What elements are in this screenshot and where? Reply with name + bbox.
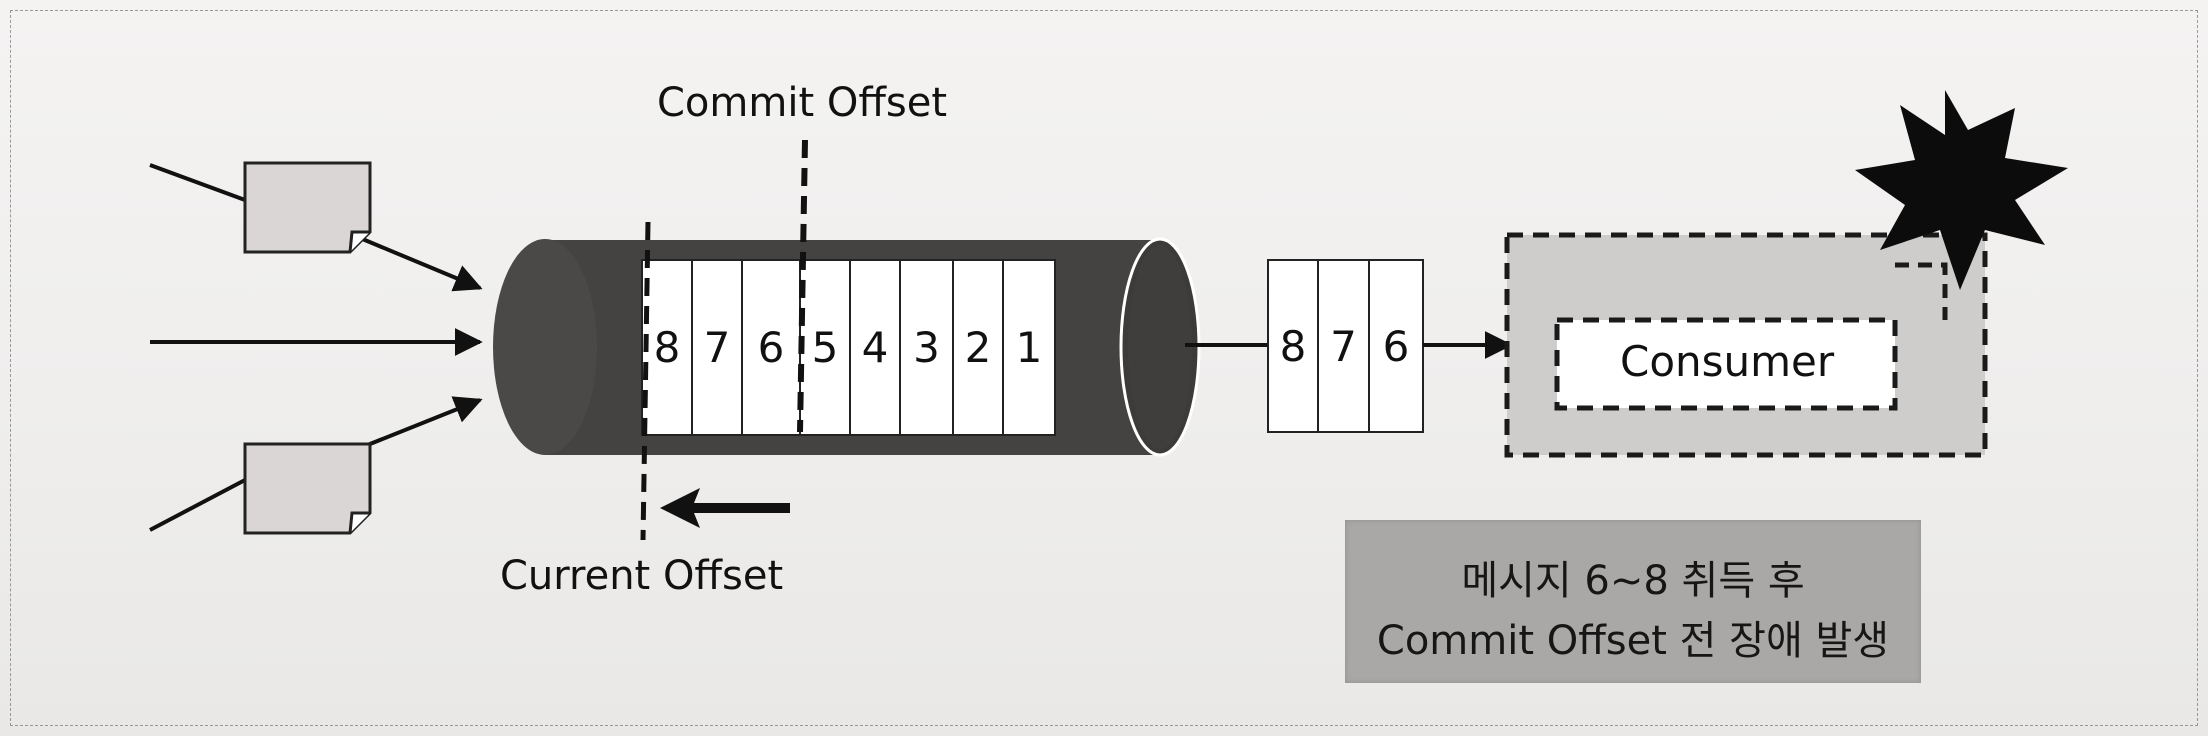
- topic-message-cell: 1: [1015, 322, 1043, 372]
- fetched-message-cell: 7: [1330, 321, 1357, 371]
- producer-line-top: [149, 163, 246, 202]
- current-offset-label: Current Offset: [500, 553, 784, 599]
- message-document-icon: [243, 161, 372, 254]
- producer-line-bottom: [149, 478, 246, 532]
- topic-message-cell: 5: [811, 322, 839, 372]
- topic-message-cell: 2: [964, 322, 992, 372]
- commit-offset-marker: [797, 139, 808, 433]
- caption-line-2: Commit Offset 전 장애 발생: [1376, 618, 1890, 664]
- commit-offset-label: Commit Offset: [657, 80, 948, 126]
- failure-caption-box: 메시지 6~8 취득 후 Commit Offset 전 장애 발생: [1345, 520, 1921, 683]
- arrow-left-icon: [660, 488, 790, 528]
- fetched-message-cell: 6: [1382, 321, 1410, 371]
- topic-cylinder: [493, 237, 1201, 457]
- topic-message-cell: 8: [653, 322, 681, 372]
- topic-message-cell: 3: [913, 322, 940, 372]
- consumer-label: Consumer: [1620, 337, 1835, 386]
- topic-message-cell: 7: [703, 322, 731, 372]
- arrow-in-bottom: [359, 396, 483, 450]
- topic-message-cell: 4: [861, 322, 889, 372]
- figure-frame: [10, 10, 2198, 726]
- failure-burst-icon: [1855, 90, 2068, 290]
- current-offset-marker: [640, 221, 651, 541]
- consumer-group: [1504, 232, 1988, 458]
- fetched-block: [1267, 259, 1424, 433]
- message-document-icon: [243, 442, 372, 535]
- topic-message-cell: 6: [757, 322, 785, 372]
- fetched-message-cell: 8: [1279, 321, 1307, 371]
- arrow-in-top: [359, 236, 483, 292]
- caption-line-1: 메시지 6~8 취득 후: [1461, 558, 1805, 604]
